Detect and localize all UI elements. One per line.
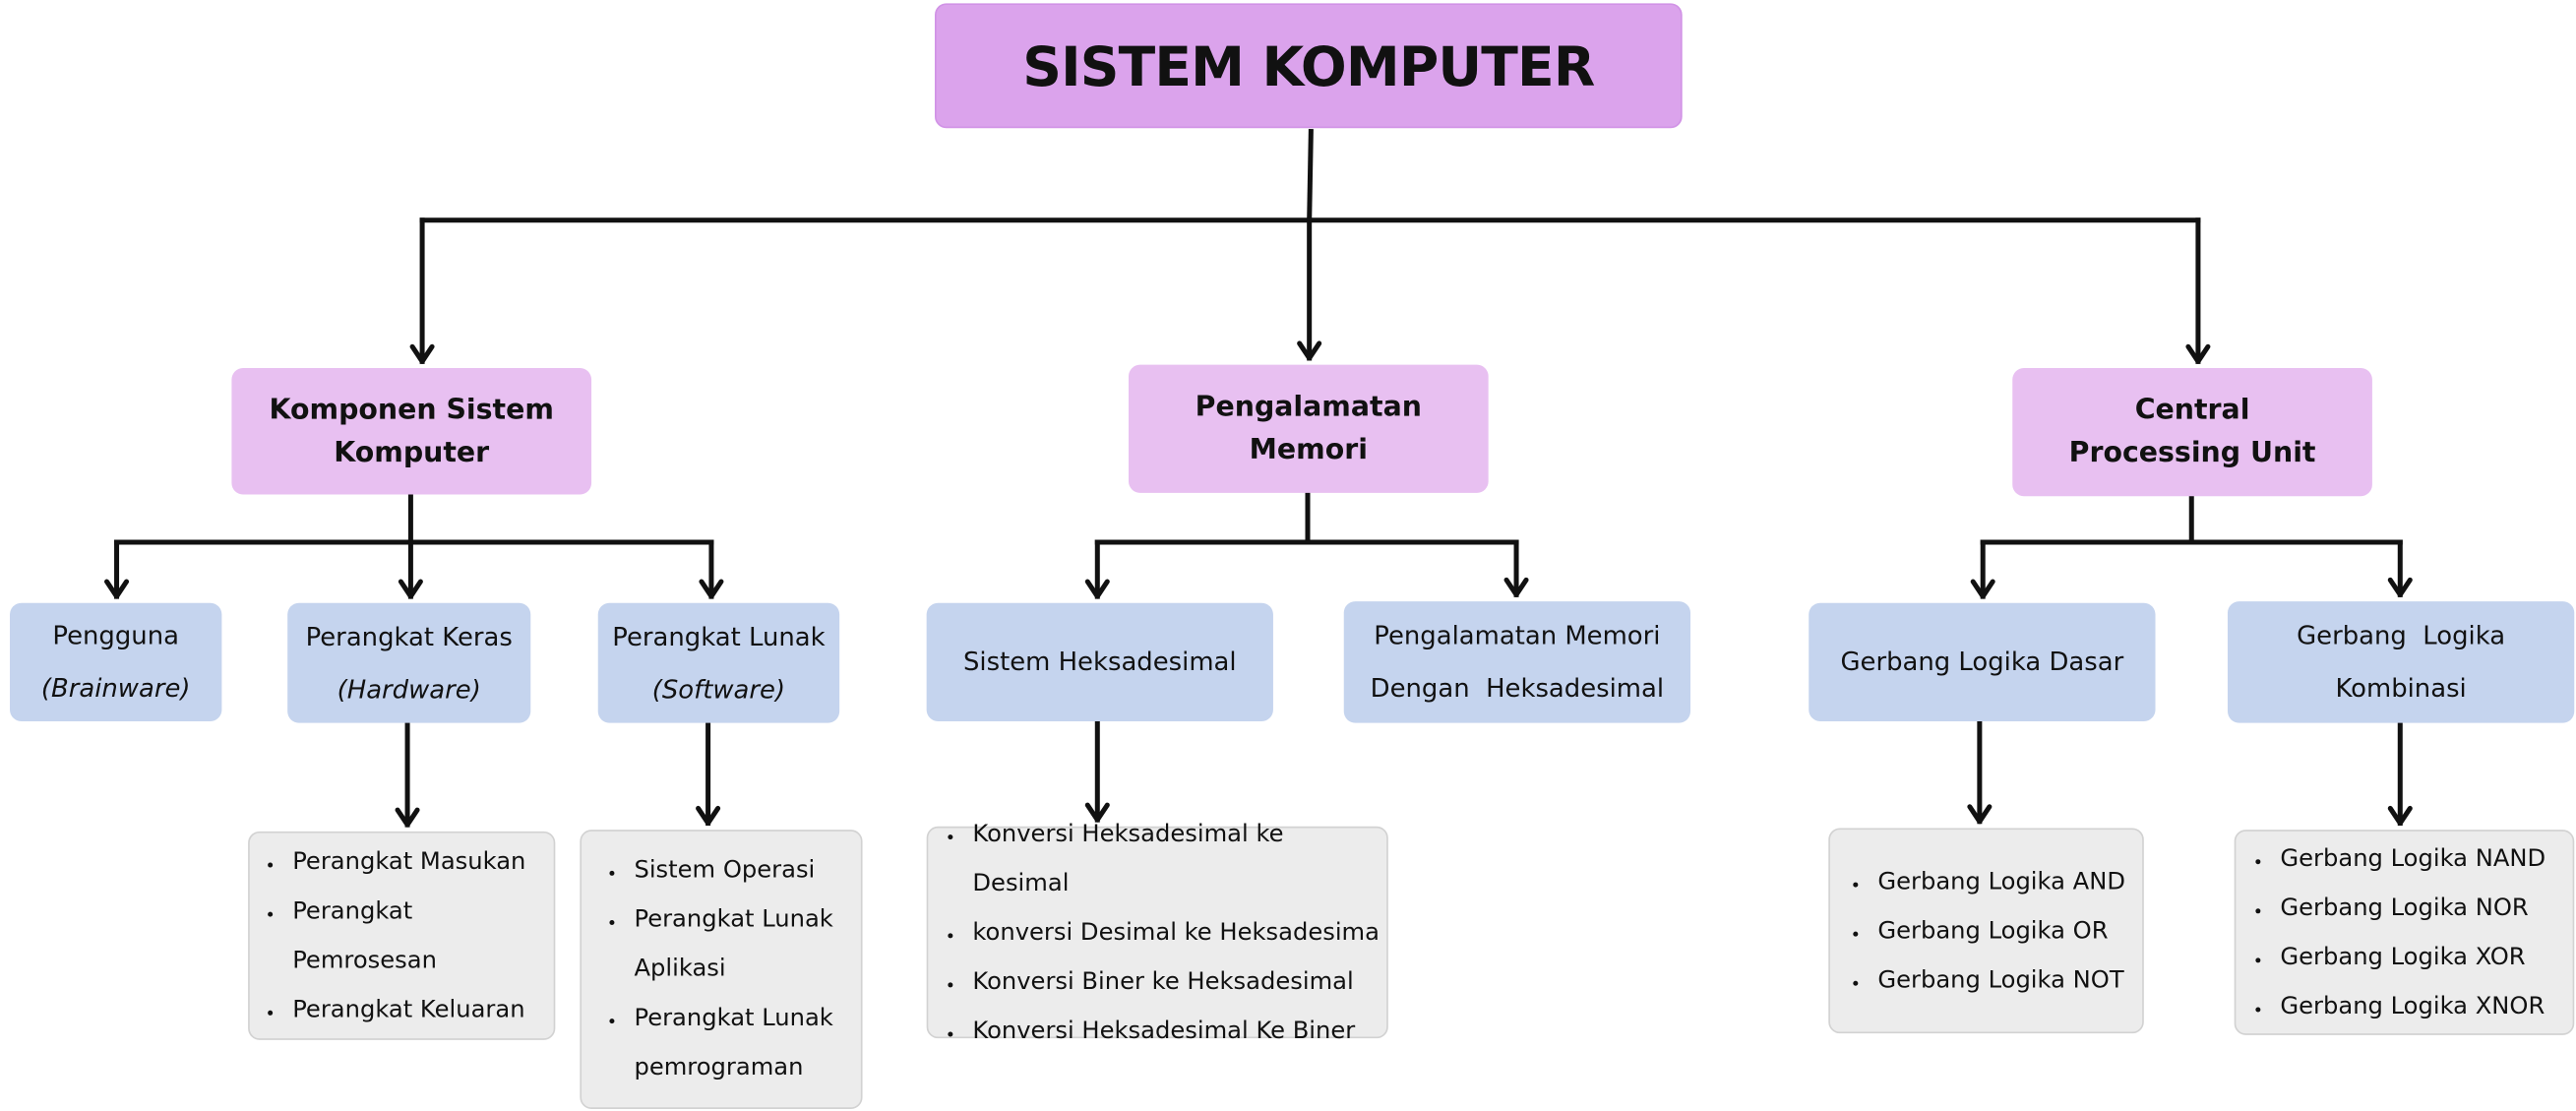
list-item: Gerbang Logika XNOR	[2277, 982, 2545, 1031]
list-item: Gerbang Logika XOR	[2277, 932, 2545, 981]
node-sistem-heksadesimal: Sistem Heksadesimal	[926, 602, 1273, 721]
node-pengguna: Pengguna (Brainware)	[10, 602, 222, 721]
arrowhead-6	[395, 807, 420, 828]
list-item: Konversi Biner ke Heksadesimal	[969, 957, 1386, 1007]
node-label-line1: Komponen Sistem	[269, 393, 554, 427]
node-label-line1: Central	[2134, 394, 2250, 428]
node-label-line2: Kombinasi	[2335, 673, 2467, 704]
arrowhead-1	[1297, 340, 1322, 361]
arrowhead-5	[699, 579, 724, 599]
node-label-line2: Komputer	[334, 436, 490, 469]
arrowhead-11	[1970, 579, 1995, 599]
list-item: Gerbang Logika OR	[1874, 906, 2125, 956]
bullet-list: Konversi Heksadesimal ke Desimal konvers…	[937, 809, 1386, 1055]
list-item: Sistem Operasi	[631, 846, 847, 895]
node-label-line1: Pengalamatan Memori	[1374, 621, 1661, 651]
node-sublabel: (Brainware)	[40, 673, 191, 704]
list-item: Gerbang Logika NOR	[2277, 883, 2545, 932]
arrowhead-8	[1084, 579, 1110, 599]
node-label-line2: Processing Unit	[2068, 437, 2316, 470]
list-item: Perangkat Pemrosesan	[289, 887, 554, 985]
node-perangkat-lunak: Perangkat Lunak (Software)	[597, 602, 840, 723]
arrowhead-4	[398, 579, 423, 599]
list-item: Perangkat Lunak Aplikasi	[631, 895, 847, 994]
node-label: Perangkat Keras	[305, 621, 513, 651]
node-label: Pengguna	[52, 621, 179, 651]
list-item: konversi Desimal ke Heksadesima	[969, 907, 1386, 957]
node-label-line2: Memori	[1249, 433, 1368, 467]
list-gerbang-logika-dasar: Gerbang Logika AND Gerbang Logika OR Ger…	[1828, 828, 2144, 1034]
list-item: Perangkat Masukan	[289, 837, 554, 887]
node-komponen-sistem: Komponen Sistem Komputer	[231, 367, 592, 495]
arrowhead-0	[409, 343, 435, 364]
node-sublabel: (Software)	[651, 674, 786, 705]
root-node: SISTEM KOMPUTER	[935, 3, 1683, 129]
node-sublabel: (Hardware)	[337, 674, 481, 705]
arrowhead-14	[2387, 805, 2413, 826]
node-label: Sistem Heksadesimal	[962, 647, 1237, 677]
list-item: Perangkat Keluaran	[289, 985, 554, 1034]
bullet-list: Gerbang Logika AND Gerbang Logika OR Ger…	[1842, 857, 2125, 1005]
arrowhead-9	[1503, 577, 1529, 597]
arrowhead-3	[104, 579, 130, 599]
arrowhead-7	[696, 805, 721, 826]
node-label-line1: Pengalamatan	[1195, 391, 1422, 424]
node-label: Gerbang Logika Dasar	[1840, 647, 2124, 677]
list-perangkat-keras: Perangkat Masukan Perangkat Pemrosesan P…	[248, 831, 556, 1040]
list-item: Gerbang Logika NAND	[2277, 833, 2545, 883]
arrowhead-2	[2185, 343, 2211, 364]
list-gerbang-logika-kombinasi: Gerbang Logika NAND Gerbang Logika NOR G…	[2234, 830, 2575, 1035]
node-pengalamatan-memori: Pengalamatan Memori	[1129, 364, 1489, 493]
bullet-list: Perangkat Masukan Perangkat Pemrosesan P…	[256, 837, 553, 1034]
arrowhead-10	[1084, 802, 1110, 823]
list-perangkat-lunak: Sistem Operasi Perangkat Lunak Aplikasi …	[580, 830, 863, 1109]
node-cpu: Central Processing Unit	[2012, 367, 2372, 497]
list-item: Perangkat Lunak pemrograman	[631, 994, 847, 1092]
node-perangkat-keras: Perangkat Keras (Hardware)	[287, 602, 531, 723]
connector-line-0	[1307, 129, 1314, 223]
arrowhead-13	[1967, 804, 1993, 825]
node-label: Perangkat Lunak	[612, 621, 826, 651]
node-label-line2: Dengan Heksadesimal	[1370, 673, 1665, 704]
arrowhead-12	[2387, 577, 2413, 597]
node-pengalamatan-heksadesimal: Pengalamatan Memori Dengan Heksadesimal	[1343, 601, 1691, 723]
bullet-list: Sistem Operasi Perangkat Lunak Aplikasi …	[598, 846, 848, 1092]
node-gerbang-logika-kombinasi: Gerbang Logika Kombinasi	[2227, 601, 2575, 723]
node-label-line1: Gerbang Logika	[2297, 621, 2506, 651]
list-item: Konversi Heksadesimal ke Desimal	[969, 809, 1386, 907]
list-item: Konversi Heksadesimal Ke Biner	[969, 1007, 1386, 1056]
list-sistem-heksadesimal: Konversi Heksadesimal ke Desimal konvers…	[926, 821, 1388, 1044]
bullet-list: Gerbang Logika NAND Gerbang Logika NOR G…	[2244, 833, 2545, 1030]
root-title: SISTEM KOMPUTER	[1022, 33, 1595, 98]
list-item: Gerbang Logika NOT	[1874, 956, 2125, 1005]
list-item: Gerbang Logika AND	[1874, 857, 2125, 906]
node-gerbang-logika-dasar: Gerbang Logika Dasar	[1809, 602, 2156, 721]
